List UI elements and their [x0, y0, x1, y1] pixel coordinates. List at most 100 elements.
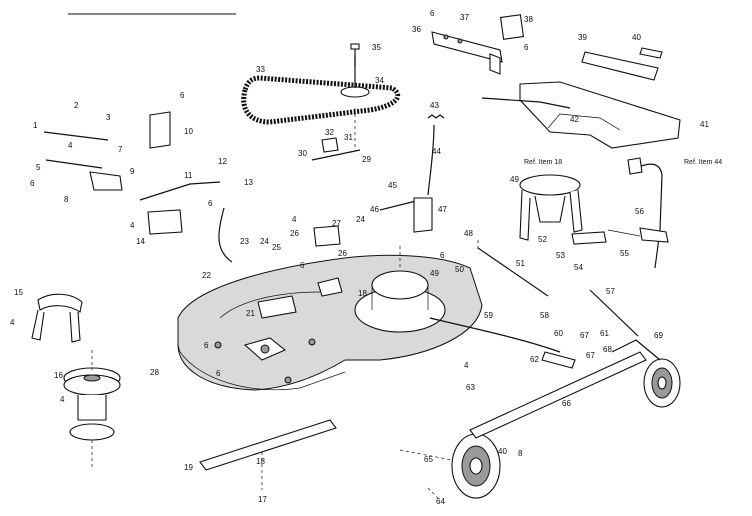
callout-2: 2 — [74, 101, 79, 110]
callout-32: 32 — [325, 128, 334, 137]
callout-6b: 6 — [430, 9, 435, 18]
bracket-15 — [31, 293, 83, 343]
callout-35: 35 — [372, 43, 381, 52]
callout-39: 39 — [578, 33, 587, 42]
callout-63: 63 — [466, 383, 475, 392]
callout-19: 19 — [184, 463, 193, 472]
callout-49b: 49 — [510, 175, 519, 184]
callout-61: 61 — [600, 329, 609, 338]
callout-24: 24 — [260, 237, 269, 246]
cable-44 — [427, 124, 435, 196]
decal-39 — [581, 51, 659, 81]
callout-6: 6 — [30, 179, 35, 188]
callout-42: 42 — [570, 115, 579, 124]
callout-4b: 4 — [292, 215, 297, 224]
callout-68: 68 — [603, 345, 612, 354]
callout-12: 12 — [218, 157, 227, 166]
lever-assembly-55 — [607, 157, 669, 269]
callout-4a: 4 — [130, 221, 135, 230]
callout-25: 25 — [272, 243, 281, 252]
drive-belt — [241, 75, 401, 125]
rod-51 — [477, 247, 549, 297]
callout-14: 14 — [136, 237, 145, 246]
deck-cover-41 — [519, 81, 681, 149]
callout-57: 57 — [606, 287, 615, 296]
callout-4d: 4 — [60, 395, 65, 404]
callout-30: 30 — [298, 149, 307, 158]
callout-45: 45 — [388, 181, 397, 190]
callout-52: 52 — [538, 235, 547, 244]
callout-26b: 26 — [290, 229, 299, 238]
callout-6f: 6 — [216, 369, 221, 378]
callout-69: 69 — [654, 331, 663, 340]
callout-33: 33 — [256, 65, 265, 74]
callout-4e: 4 — [10, 318, 15, 327]
callout-7: 7 — [118, 145, 123, 154]
callout-6a: 6 — [180, 91, 185, 100]
axle-66 — [469, 339, 661, 439]
callout-64: 64 — [436, 497, 445, 506]
callout-27: 27 — [332, 219, 341, 228]
callout-59: 59 — [484, 311, 493, 320]
callout-5: 5 — [36, 163, 41, 172]
callout-37: 37 — [460, 13, 469, 22]
callout-23: 23 — [240, 237, 249, 246]
callout-21: 21 — [246, 309, 255, 318]
callout-36: 36 — [412, 25, 421, 34]
callout-16: 16 — [54, 371, 63, 380]
callout-66: 66 — [562, 399, 571, 408]
leader-lines — [91, 108, 479, 501]
callout-44: 44 — [432, 147, 441, 156]
callout-67: 67 — [580, 331, 589, 340]
callout-62: 62 — [530, 355, 539, 364]
deck-housing — [177, 254, 483, 391]
callouts: 1 2 3 4 5 6 7 8 9 10 11 12 13 14 15 16 1… — [10, 9, 722, 506]
callout-48: 48 — [464, 229, 473, 238]
callout-55: 55 — [620, 249, 629, 258]
callout-43: 43 — [430, 101, 439, 110]
callout-17: 17 — [258, 495, 267, 504]
callout-4c: 4 — [464, 361, 469, 370]
callout-47: 47 — [438, 205, 447, 214]
callout-13: 13 — [244, 178, 253, 187]
ref-item-18: Ref. Item 18 — [524, 159, 562, 166]
callout-8: 8 — [64, 195, 69, 204]
callout-9: 9 — [130, 167, 135, 176]
callout-15: 15 — [14, 288, 23, 297]
callout-60: 60 — [554, 329, 563, 338]
rod-42 — [481, 97, 571, 109]
callout-6d: 6 — [300, 261, 305, 270]
callout-50: 50 — [455, 265, 464, 274]
callout-3: 3 — [106, 113, 111, 122]
callout-38: 38 — [524, 15, 533, 24]
callout-46: 46 — [370, 205, 379, 214]
callout-65: 65 — [424, 455, 433, 464]
callout-28: 28 — [150, 368, 159, 377]
callout-54: 54 — [574, 263, 583, 272]
blade-19 — [199, 419, 337, 471]
spindle-housing-49 — [519, 174, 583, 241]
callout-4: 4 — [68, 141, 73, 150]
callout-49: 49 — [430, 269, 439, 278]
callout-6g: 6 — [440, 251, 445, 260]
bracket-plate-36 — [431, 31, 503, 75]
callout-34: 34 — [375, 76, 384, 85]
decal-40 — [639, 47, 663, 59]
callout-18: 18 — [358, 289, 367, 298]
callout-58: 58 — [540, 311, 549, 320]
small-parts-left — [43, 111, 639, 337]
callout-31: 31 — [344, 133, 353, 142]
wheel-front — [451, 433, 501, 499]
spindle-pulley-16 — [63, 367, 121, 470]
callout-24b: 24 — [356, 215, 365, 224]
callout-41: 41 — [700, 120, 709, 129]
callout-51: 51 — [516, 259, 525, 268]
cable-59 — [429, 317, 576, 369]
wheel-rear — [643, 358, 681, 408]
callout-29: 29 — [362, 155, 371, 164]
callout-22: 22 — [202, 271, 211, 280]
callout-11: 11 — [184, 171, 193, 180]
callout-26: 26 — [338, 249, 347, 258]
callout-8b: 8 — [518, 449, 523, 458]
callout-56: 56 — [635, 207, 644, 216]
